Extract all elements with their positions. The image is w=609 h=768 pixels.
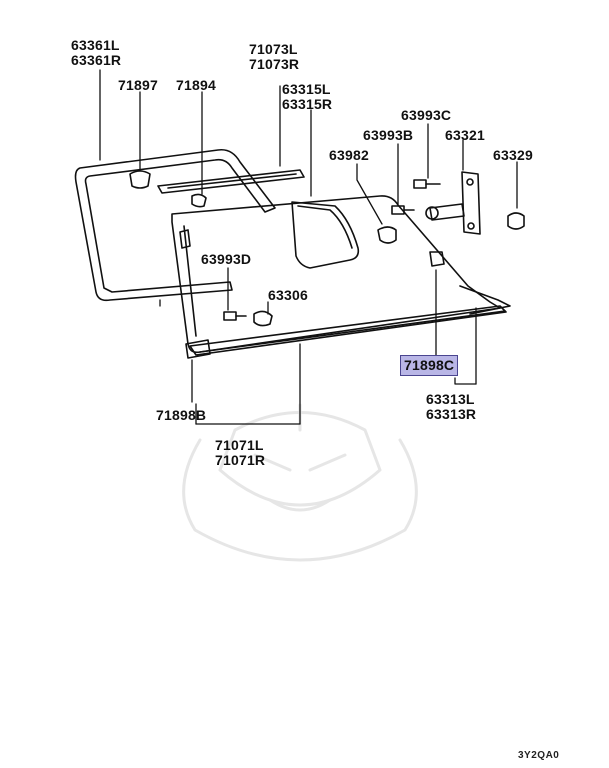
label-63313r: 63313R <box>426 406 477 422</box>
diagram-code: 3Y2QA0 <box>518 750 560 761</box>
label-71071: 71071L 71071R <box>215 438 265 468</box>
leader-lines <box>99 69 518 425</box>
label-63313: 63313L 63313R <box>426 392 476 422</box>
label-71894: 71894 <box>176 77 216 93</box>
upper-moulding-strip <box>157 169 305 194</box>
label-63361: 63361L 63361R <box>71 38 121 68</box>
label-71897: 71897 <box>118 77 158 93</box>
watermark-emblem <box>182 403 418 562</box>
label-63315r: 63315R <box>282 96 333 112</box>
quarter-glass-seal <box>74 148 276 302</box>
label-71898b: 71898B <box>156 407 207 423</box>
label-71073l: 71073L <box>249 41 298 57</box>
label-63361l: 63361L <box>71 37 120 53</box>
label-63993c: 63993C <box>401 107 452 123</box>
label-63315l: 63315L <box>282 81 331 97</box>
label-63313l: 63313L <box>426 391 475 407</box>
label-63361r: 63361R <box>71 52 122 68</box>
label-63306: 63306 <box>268 287 308 303</box>
label-71073r: 71073R <box>249 56 300 72</box>
label-63982: 63982 <box>329 147 369 163</box>
label-71071r: 71071R <box>215 452 266 468</box>
lower-belt-moulding <box>189 285 511 356</box>
label-71071l: 71071L <box>215 437 264 453</box>
label-71898c-highlighted[interactable]: 71898C <box>399 355 459 376</box>
label-63993b: 63993B <box>363 127 414 143</box>
label-71073: 71073L 71073R <box>249 42 299 72</box>
label-63993d: 63993D <box>201 251 252 267</box>
label-63329: 63329 <box>493 147 533 163</box>
quarter-glass-panel <box>171 195 501 354</box>
label-63315: 63315L 63315R <box>282 82 332 112</box>
fasteners <box>129 170 525 359</box>
hinge-bracket <box>425 171 481 235</box>
label-63321: 63321 <box>445 127 485 143</box>
